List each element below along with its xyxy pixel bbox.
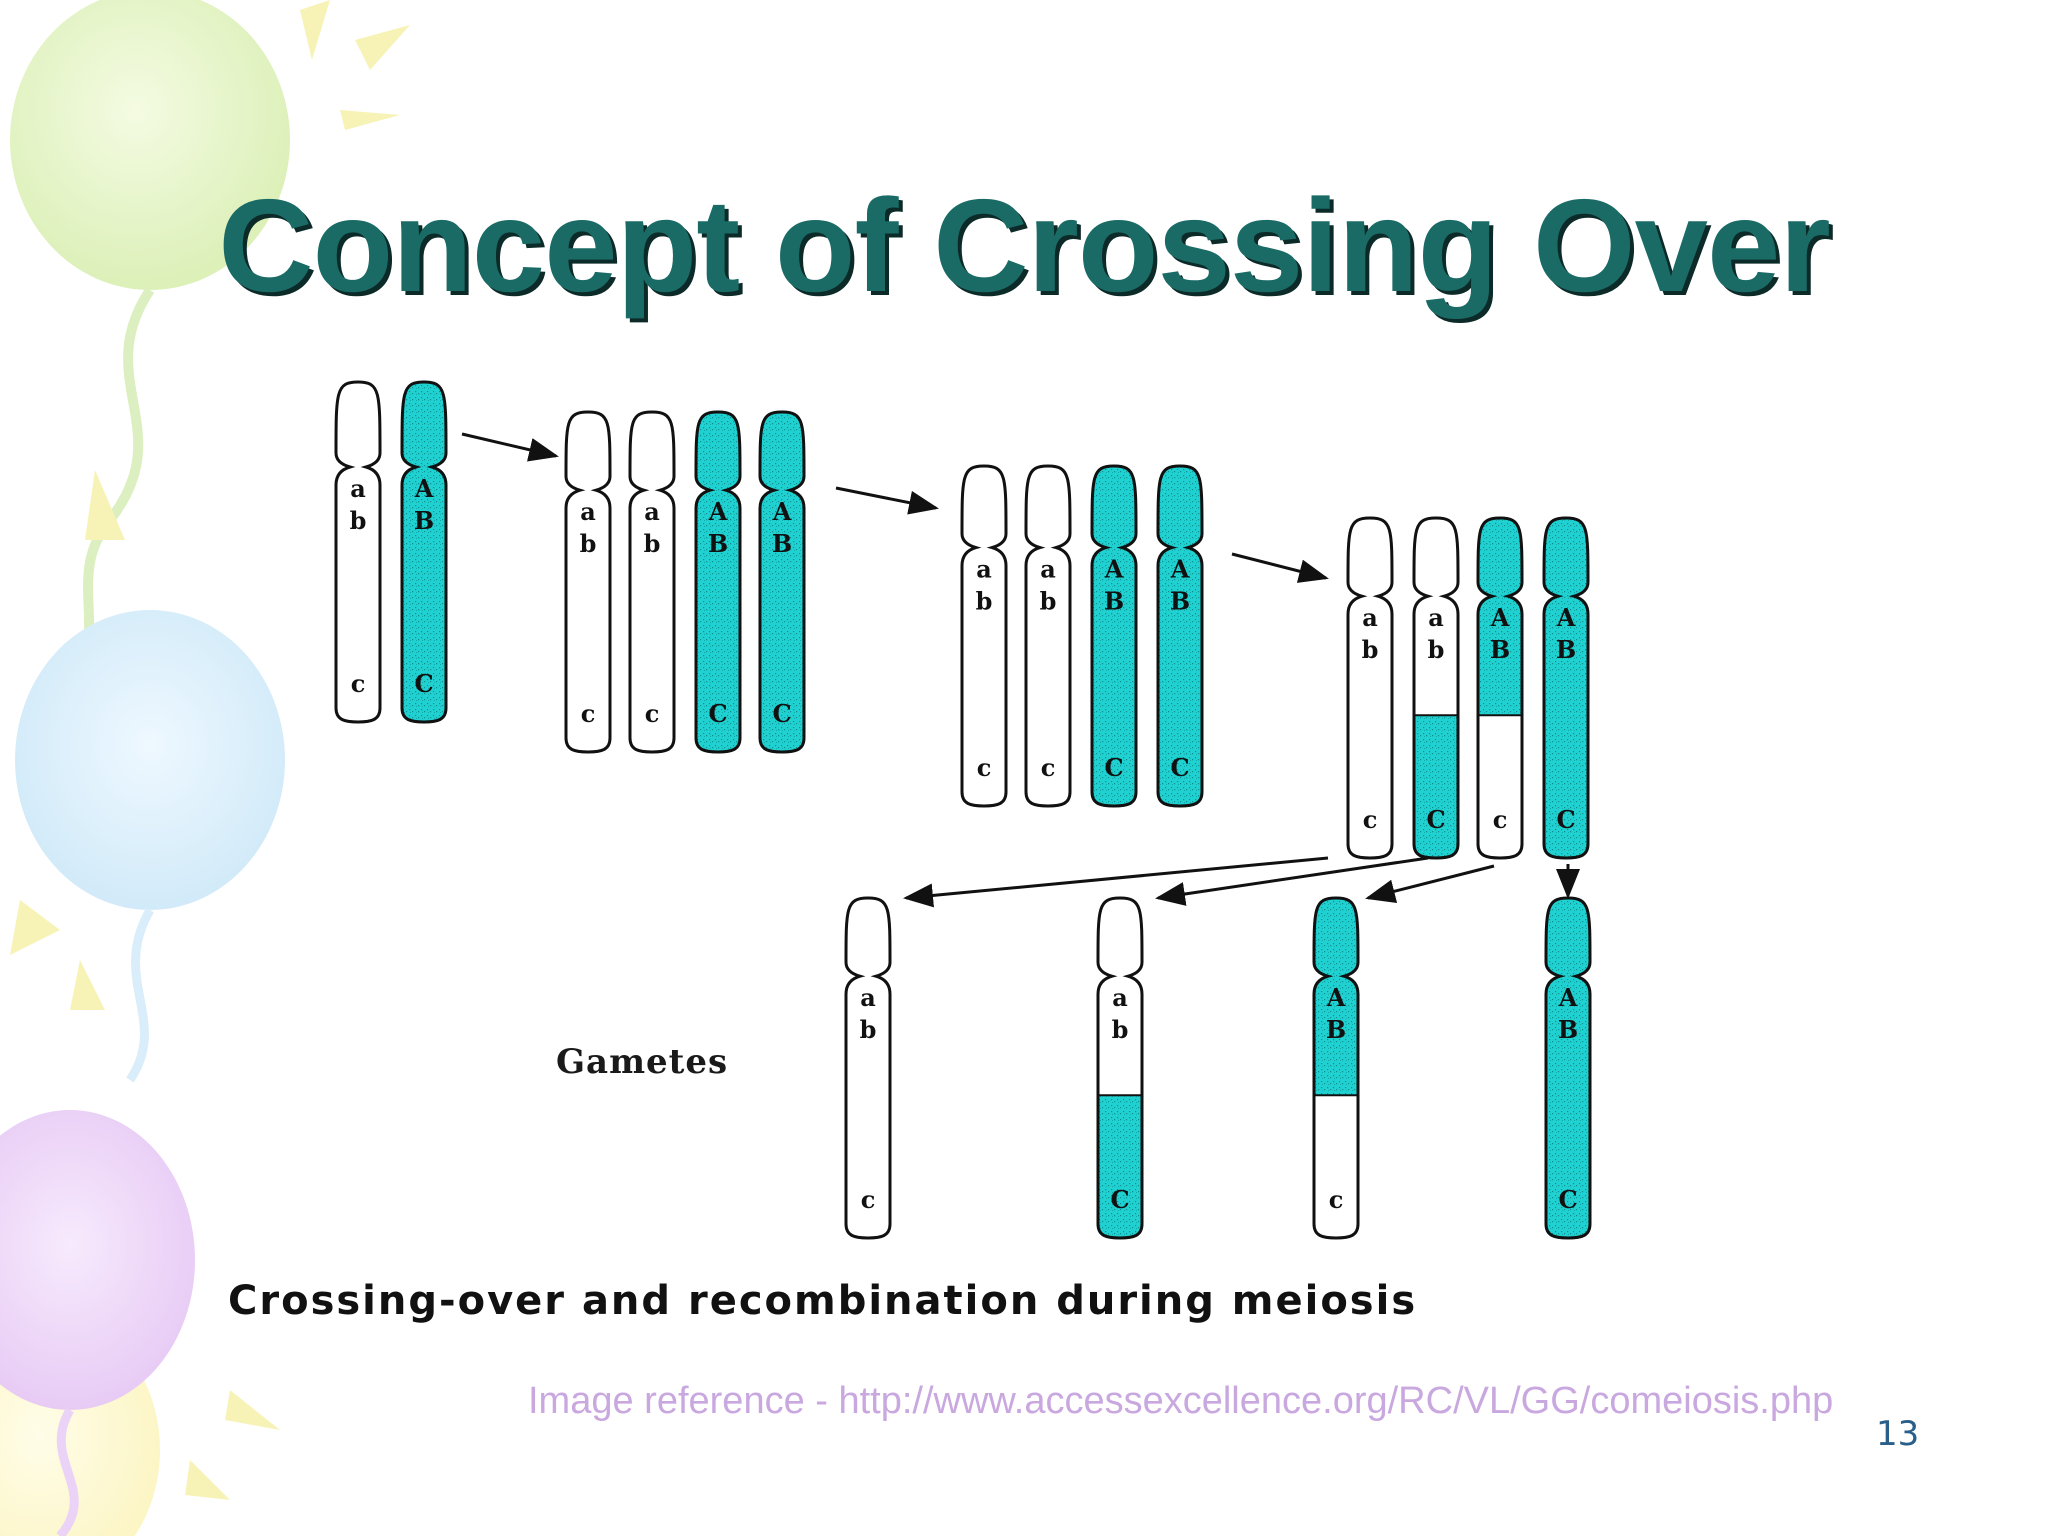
gene-label: A [1326, 983, 1346, 1012]
gene-label: c [581, 699, 596, 728]
chromosome-recombined-2: abC [1412, 516, 1460, 860]
gene-label: B [1326, 1015, 1346, 1044]
gene-label: c [1493, 805, 1508, 834]
image-reference-link[interactable]: Image reference - http://www.accessexcel… [528, 1380, 1834, 1422]
gene-label: c [351, 669, 366, 698]
arrow-3 [1231, 552, 1329, 583]
blue-balloon [15, 610, 285, 1083]
gene-label: C [1110, 1185, 1129, 1214]
gene-label: B [772, 529, 792, 558]
yellow-rays [10, 0, 410, 1500]
gene-label: C [414, 669, 433, 698]
chromosome-gametes-4: AB C [1544, 896, 1592, 1240]
gene-label: A [1490, 603, 1510, 632]
gene-label: c [645, 699, 660, 728]
gene-label: a [1428, 603, 1444, 632]
chromosome-replicated-pair-1: ab c [564, 410, 612, 754]
gene-label: A [1556, 603, 1576, 632]
gene-label: a [976, 555, 992, 584]
chromosome-recombined-3: ABc [1476, 516, 1524, 860]
gene-label: C [1558, 1185, 1577, 1214]
gene-label: C [772, 699, 791, 728]
chromosome-homologous-pair-1: ab c [334, 380, 382, 724]
chromosome-gametes-2: abC [1096, 896, 1144, 1240]
gene-label: C [1556, 805, 1575, 834]
gene-label: a [1362, 603, 1378, 632]
gene-label: B [414, 506, 434, 535]
arrows [461, 432, 1580, 908]
gene-label: c [861, 1185, 876, 1214]
gene-label: c [977, 753, 992, 782]
arrow-gamete-3 [1365, 864, 1495, 903]
gene-label: b [580, 529, 597, 558]
chromosome-recombined-4: AB C [1542, 516, 1590, 860]
gene-label: a [1112, 983, 1128, 1012]
gene-label: C [1170, 753, 1189, 782]
arrow-gamete-2 [1155, 856, 1429, 906]
diagram-caption: Crossing-over and recombination during m… [228, 1278, 1418, 1324]
gene-label: c [1363, 805, 1378, 834]
chromosome-crossing-over-4: AB C [1156, 464, 1204, 808]
gene-label: a [580, 497, 596, 526]
gene-label: a [350, 474, 366, 503]
gene-label: b [976, 587, 993, 616]
chromosome-gametes-1: ab c [844, 896, 892, 1240]
chromosome-replicated-pair-2: ab c [628, 410, 676, 754]
gene-label: C [708, 699, 727, 728]
arrow-1 [461, 432, 559, 462]
gene-label: B [1558, 1015, 1578, 1044]
gametes-label: Gametes [556, 1042, 729, 1082]
arrow-2 [835, 486, 939, 515]
gene-label: b [860, 1015, 877, 1044]
gene-label: A [772, 497, 792, 526]
chromosome-crossing-over-3: AB C [1090, 464, 1138, 808]
gene-label: A [708, 497, 728, 526]
gene-label: B [1490, 635, 1510, 664]
chromosome-crossing-over-1: ab c [960, 464, 1008, 808]
gene-label: b [1428, 635, 1445, 664]
gene-label: B [1170, 587, 1190, 616]
gene-label: C [1104, 753, 1123, 782]
gene-label: b [644, 529, 661, 558]
chromosome-crossing-over-2: ab c [1024, 464, 1072, 808]
page-number: 13 [1876, 1414, 1920, 1454]
gene-label: a [1040, 555, 1056, 584]
chromosome-gametes-3: ABc [1312, 896, 1360, 1240]
gene-label: B [708, 529, 728, 558]
gene-label: B [1104, 587, 1124, 616]
gene-label: A [1170, 555, 1190, 584]
slide-title: Concept of Crossing Over [218, 172, 1831, 319]
gene-label: b [1040, 587, 1057, 616]
gene-label: b [1112, 1015, 1129, 1044]
purple-balloon [0, 1110, 195, 1536]
gene-label: a [860, 983, 876, 1012]
arrow-gamete-1 [903, 856, 1329, 908]
gene-label: c [1329, 1185, 1344, 1214]
chromosome-replicated-pair-3: AB C [694, 410, 742, 754]
gene-label: A [1558, 983, 1578, 1012]
gene-label: A [1104, 555, 1124, 584]
gene-label: a [644, 497, 660, 526]
chromosome-recombined-1: ab c [1346, 516, 1394, 860]
gene-label: c [1041, 753, 1056, 782]
gene-label: b [1362, 635, 1379, 664]
chromosome-homologous-pair-2: AB C [400, 380, 448, 724]
gene-label: B [1556, 635, 1576, 664]
gene-label: C [1426, 805, 1445, 834]
chromosome-replicated-pair-4: AB C [758, 410, 806, 754]
gene-label: b [350, 506, 367, 535]
chromosomes: abcABCabcabcABCABCabcabcABCABCabcabCABcA… [334, 380, 1592, 1240]
gene-label: A [414, 474, 434, 503]
